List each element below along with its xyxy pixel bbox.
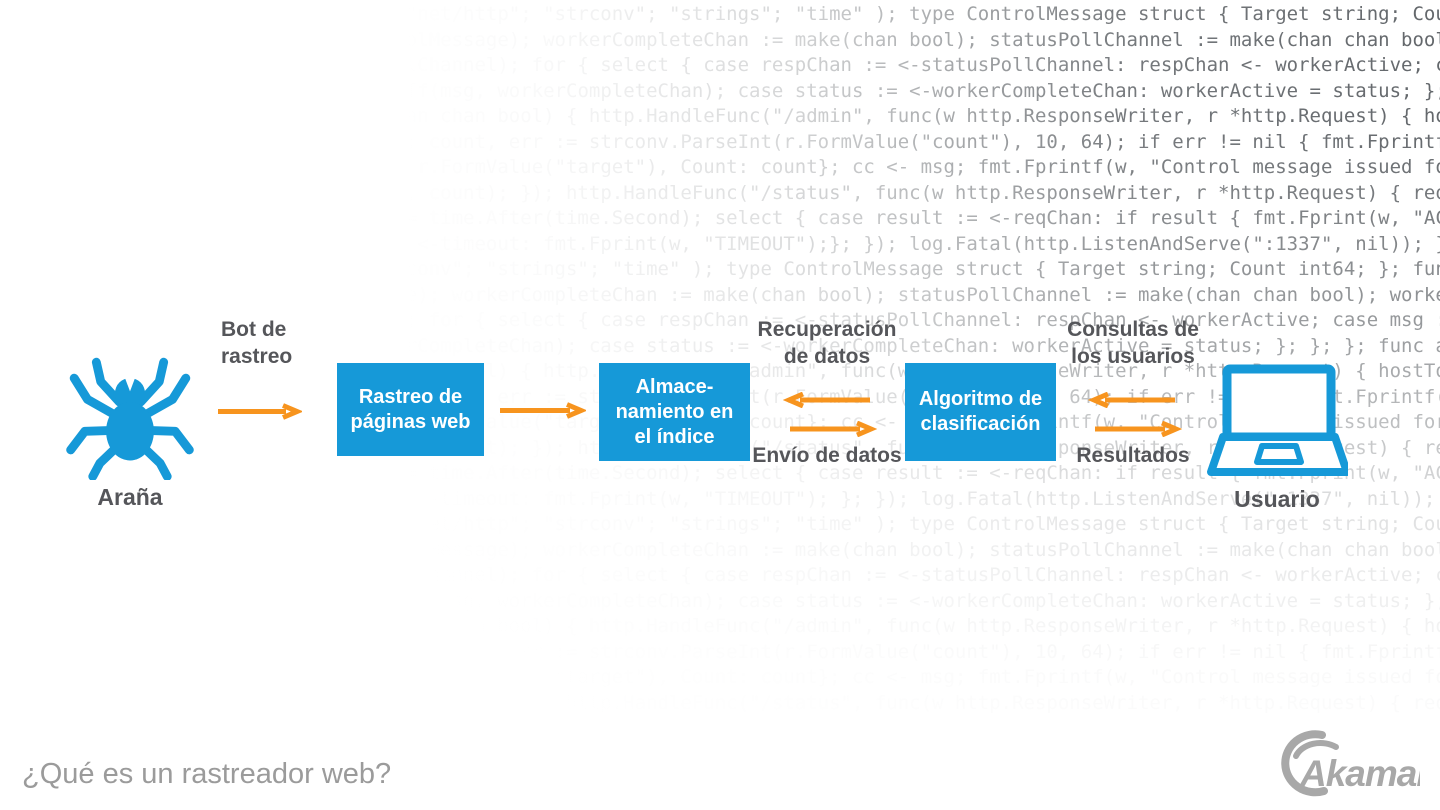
crawler-bot-label-line1: Bot de — [221, 318, 287, 341]
user-queries-label: Consultas de los usuarios — [1055, 316, 1211, 370]
akamai-logo: Akamai — [1281, 730, 1420, 797]
arrow-crawl-to-index-icon — [500, 402, 586, 419]
arrow-spider-to-crawl-icon — [218, 403, 302, 420]
data-retrieval-label: Recuperación de datos — [748, 316, 906, 370]
box-index-line1: Almace- — [635, 375, 714, 398]
logo-text: Akamai — [1299, 753, 1420, 794]
data-send-label: Envío de datos — [752, 444, 902, 467]
box-crawl-line1: Rastreo de — [358, 385, 463, 408]
data-retrieval-label-line2: de datos — [783, 345, 871, 368]
crawler-bot-label: Bot de rastreo — [221, 316, 351, 370]
page-title: ¿Qué es un rastreador web? — [22, 758, 392, 790]
code-background: package main; import ( "fmt"; "html"; "l… — [0, 3, 1440, 714]
spider-label: Araña — [97, 484, 163, 510]
arrow-index-to-rank-icon — [790, 421, 877, 437]
results-label: Resultados — [1076, 444, 1190, 467]
user-queries-label-line1: Consultas de — [1067, 318, 1199, 341]
box-index: Almace- namiento en el índice — [599, 363, 750, 461]
laptop-icon — [1207, 364, 1348, 476]
spider-icon — [66, 357, 194, 480]
box-rank-line1: Algoritmo de — [918, 388, 1043, 410]
box-rank-line2: clasificación — [920, 413, 1041, 435]
arrow-user-to-rank-icon — [1088, 392, 1175, 408]
box-index-line3: el índice — [634, 425, 715, 448]
user-queries-label-line2: los usuarios — [1071, 345, 1195, 368]
arrow-rank-to-index-icon — [783, 392, 870, 408]
box-rank: Algoritmo de clasificación — [905, 363, 1056, 461]
box-index-line2: namiento en — [615, 400, 734, 423]
data-retrieval-label-line1: Recuperación — [757, 318, 897, 341]
box-crawl: Rastreo de páginas web — [337, 363, 484, 456]
arrow-rank-to-user-icon — [1095, 421, 1182, 437]
crawler-bot-label-line2: rastreo — [221, 345, 293, 368]
user-label: Usuario — [1234, 486, 1320, 512]
box-crawl-line2: páginas web — [350, 410, 471, 433]
